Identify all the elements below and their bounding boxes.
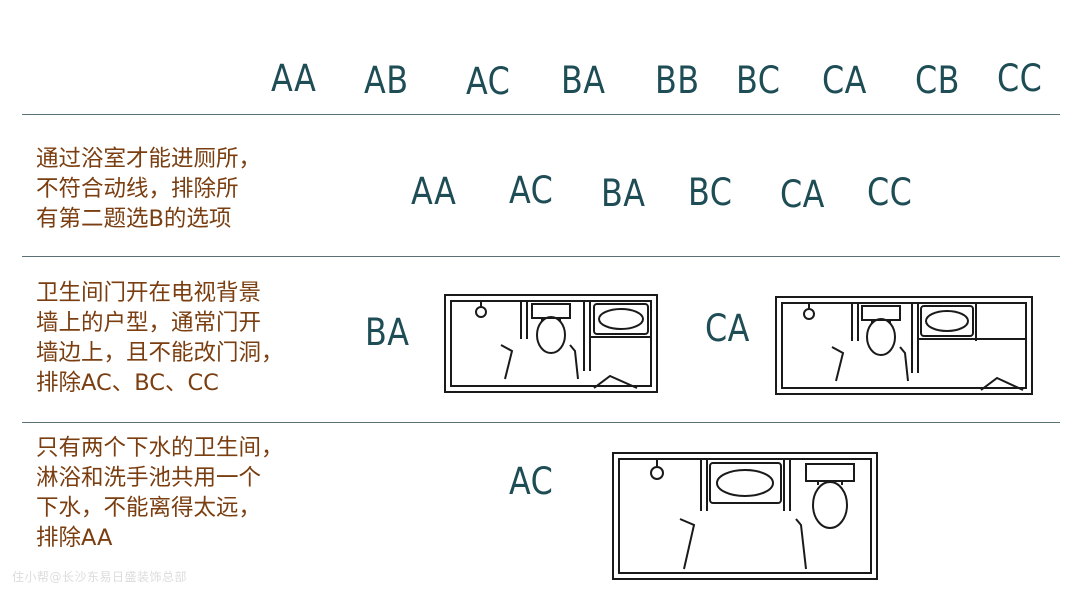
header-code: CC [997, 57, 1043, 100]
header-code: BA [561, 59, 606, 102]
header-code: BC [736, 59, 781, 102]
remaining-code: BA [601, 172, 646, 215]
remaining-code: CA [780, 173, 825, 216]
bathroom-floor-plan-ca [775, 296, 1033, 395]
row-note: 通过浴室才能进厕所， 不符合动线，排除所 有第二题选B的选项 [36, 146, 262, 232]
bathroom-floor-plan-ac [612, 452, 878, 580]
plan-label: AC [509, 460, 554, 503]
header-code: CA [822, 59, 867, 102]
remaining-code: CC [867, 171, 913, 214]
remaining-code: BC [688, 171, 733, 214]
row-divider [22, 422, 1060, 423]
watermark: 住小帮@长沙东易日盛装饰总部 [12, 570, 188, 584]
plan-label: BA [365, 311, 410, 354]
header-code: AB [364, 59, 409, 102]
plan-label: CA [705, 307, 750, 350]
row-note: 只有两个下水的卫生间， 淋浴和洗手池共用一个 下水，不能离得太远， 排除AA [36, 435, 284, 551]
remaining-code: AC [509, 169, 554, 212]
header-code: CB [915, 59, 960, 102]
row-divider [22, 114, 1060, 115]
row-divider [22, 256, 1060, 257]
header-code: AA [271, 57, 317, 100]
header-code: AC [466, 60, 511, 103]
bathroom-floor-plan-ba [444, 294, 658, 393]
remaining-code: AA [411, 170, 457, 213]
header-code: BB [655, 59, 700, 102]
row-note: 卫生间门开在电视背景 墙上的户型，通常门开 墙边上，且不能改门洞， 排除AC、B… [36, 280, 284, 396]
